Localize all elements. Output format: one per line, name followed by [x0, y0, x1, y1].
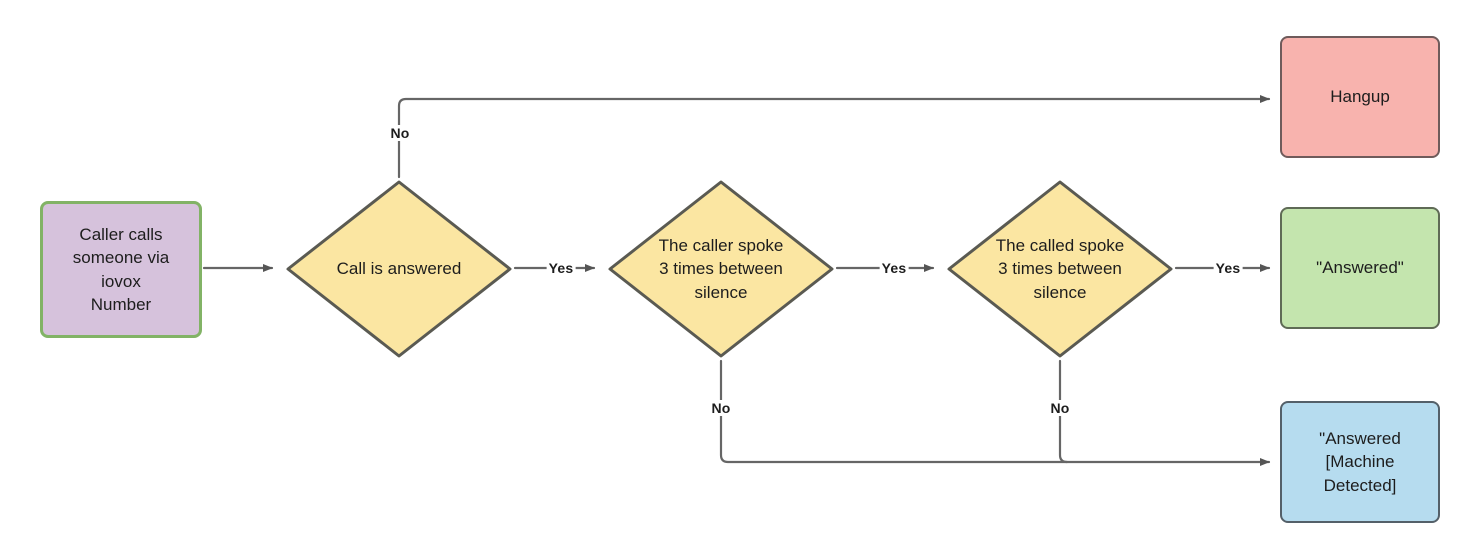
diamond-shape — [608, 180, 834, 358]
edge-label-decision-answered-no: No — [388, 125, 412, 141]
node-answered-machine-detected[interactable]: "Answered [Machine Detected] — [1280, 401, 1440, 523]
node-start-caller-calls[interactable]: Caller calls someone via iovox Number — [40, 201, 202, 338]
edge-label-decision-answered-yes: Yes — [546, 260, 576, 276]
edge-decision-answered-no-to-hangup — [397, 95, 1271, 179]
node-decision-called-spoke[interactable]: The called spoke 3 times between silence — [944, 177, 1176, 361]
edge-label-caller-spoke-no: No — [709, 400, 733, 416]
diamond-shape — [286, 180, 512, 358]
edge-caller-spoke-no-to-machine — [719, 359, 1271, 466]
edge-label-called-spoke-yes: Yes — [1213, 260, 1243, 276]
node-decision-caller-spoke[interactable]: The caller spoke 3 times between silence — [605, 177, 837, 361]
node-answered[interactable]: "Answered" — [1280, 207, 1440, 329]
diamond-shape — [947, 180, 1173, 358]
node-decision-call-is-answered[interactable]: Call is answered — [283, 177, 515, 361]
edge-label-called-spoke-no: No — [1048, 400, 1072, 416]
node-hangup[interactable]: Hangup — [1280, 36, 1440, 158]
edge-called-spoke-no-to-machine — [1058, 359, 1069, 464]
edge-label-caller-spoke-yes: Yes — [879, 260, 909, 276]
